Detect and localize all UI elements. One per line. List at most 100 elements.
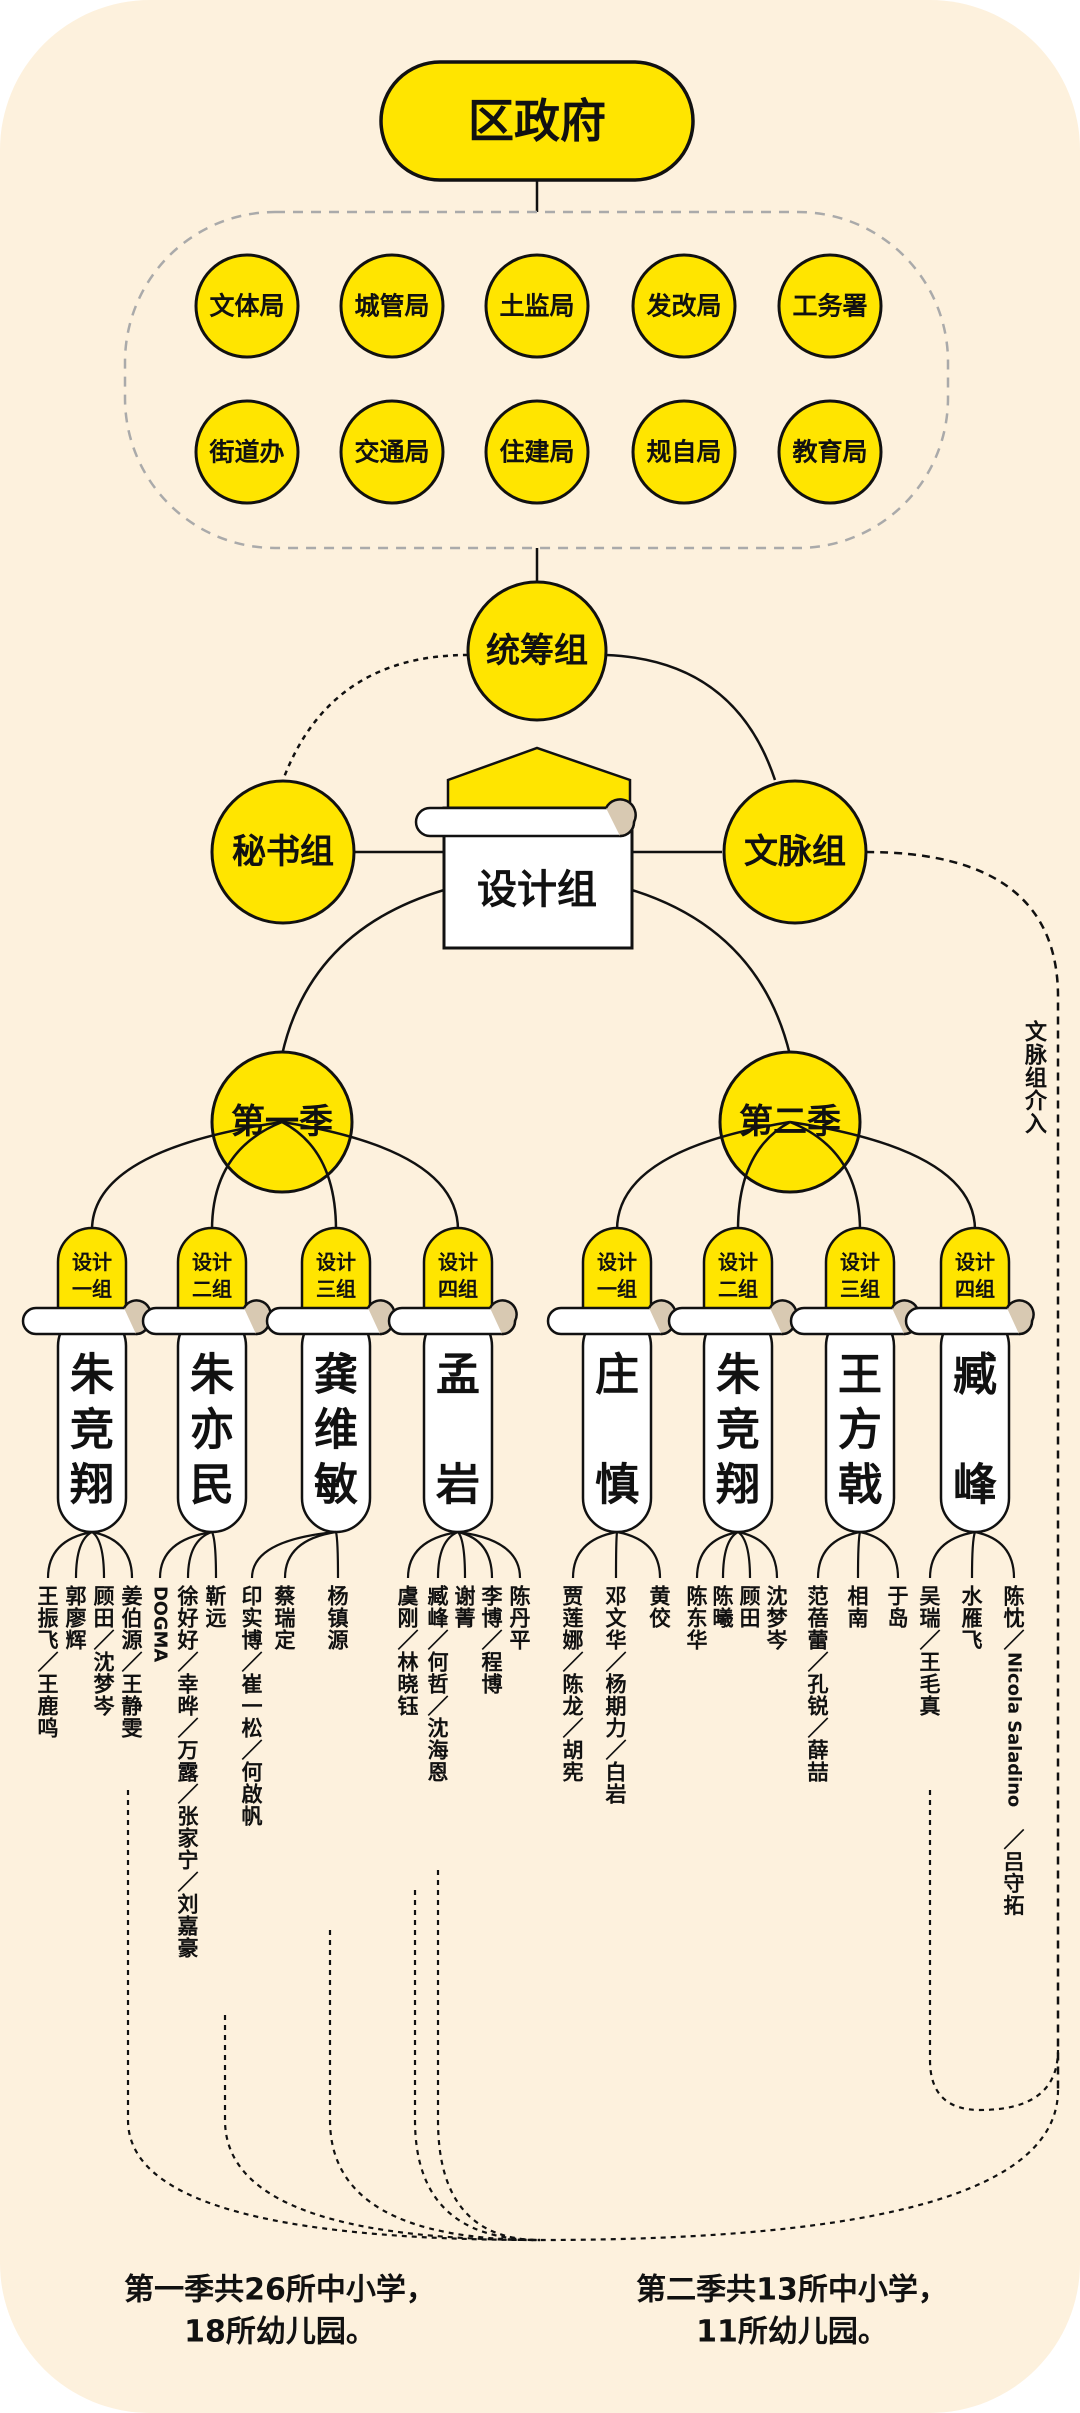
- svg-text:Nicola Saladino: Nicola Saladino: [1004, 1652, 1025, 1807]
- svg-text:虞: 虞: [398, 1585, 419, 1609]
- member-connector: [856, 1531, 862, 1579]
- season1-summary-line2: 18所幼儿园。: [184, 2315, 376, 2350]
- svg-text:家: 家: [178, 1827, 200, 1851]
- team-members-label: 陈丹平陈丹平: [510, 1585, 531, 1653]
- svg-text:豪: 豪: [178, 1937, 199, 1961]
- svg-text:蕾: 蕾: [808, 1629, 829, 1653]
- svg-text:陈: 陈: [713, 1585, 734, 1609]
- svg-text:沈: 沈: [428, 1717, 449, 1741]
- svg-text:博: 博: [242, 1629, 263, 1653]
- bureau-node-label: 工务署: [792, 292, 867, 321]
- svg-text:范: 范: [808, 1585, 829, 1609]
- svg-text:陈: 陈: [510, 1585, 531, 1609]
- svg-text:／: ／: [178, 1717, 199, 1741]
- svg-text:伯: 伯: [122, 1607, 143, 1631]
- bureau-node-label: 规自局: [646, 438, 721, 467]
- member-connector: [91, 1531, 106, 1579]
- svg-text:／: ／: [242, 1651, 263, 1675]
- svg-text:帆: 帆: [242, 1805, 263, 1829]
- svg-text:好: 好: [177, 1629, 199, 1653]
- team-members-label: 沈梦岑沈梦岑: [767, 1585, 789, 1653]
- svg-text:辉: 辉: [66, 1629, 87, 1653]
- member-connector: [816, 1530, 861, 1579]
- member-connector: [334, 1531, 340, 1579]
- svg-text:蔡: 蔡: [275, 1585, 296, 1609]
- svg-text:／: ／: [242, 1739, 263, 1763]
- svg-text:李: 李: [481, 1585, 504, 1609]
- svg-text:水: 水: [962, 1585, 984, 1609]
- team-leader-char: 朱: [716, 1350, 761, 1401]
- svg-text:DOGMA: DOGMA: [150, 1586, 171, 1662]
- season-connector: [789, 1120, 977, 1231]
- svg-text:刚: 刚: [398, 1607, 419, 1631]
- svg-text:／: ／: [606, 1739, 627, 1763]
- svg-text:沈: 沈: [767, 1585, 788, 1609]
- svg-text:白: 白: [606, 1761, 627, 1785]
- svg-text:／: ／: [428, 1695, 449, 1719]
- svg-text:岑: 岑: [767, 1629, 789, 1653]
- svg-text:喆: 喆: [808, 1761, 829, 1785]
- svg-text:博: 博: [482, 1673, 503, 1697]
- team-members-label: 陈忱／Nicola Saladino／吕守拓陈忱／Nicola Saladino…: [1004, 1585, 1025, 1918]
- svg-text:顾: 顾: [740, 1585, 761, 1609]
- svg-text:梦: 梦: [94, 1673, 116, 1697]
- bureau-node: 街道办: [194, 399, 300, 505]
- svg-text:／: ／: [178, 1651, 199, 1675]
- svg-text:杨: 杨: [606, 1673, 627, 1697]
- season-connector: [615, 1120, 791, 1231]
- svg-text:／: ／: [808, 1651, 829, 1675]
- bureau-node-label: 土监局: [499, 292, 574, 321]
- svg-text:徐: 徐: [177, 1585, 199, 1609]
- secretariat-node: 秘书组: [210, 779, 356, 925]
- svg-text:崔: 崔: [242, 1673, 263, 1697]
- svg-text:田: 田: [94, 1607, 115, 1631]
- team-leader-char: 竞: [716, 1405, 760, 1456]
- svg-text:晓: 晓: [398, 1673, 419, 1697]
- svg-text:／: ／: [563, 1717, 584, 1741]
- svg-text:宪: 宪: [563, 1761, 584, 1785]
- svg-text:钰: 钰: [398, 1695, 419, 1719]
- svg-text:王: 王: [38, 1585, 59, 1609]
- svg-text:曦: 曦: [713, 1607, 734, 1631]
- bureau-node-label: 发改局: [645, 292, 721, 321]
- team-badge-line: 一组: [597, 1277, 637, 1301]
- team-leader-char: 龚: [314, 1350, 358, 1401]
- season-connector: [281, 1120, 338, 1231]
- season-connector: [210, 1120, 283, 1231]
- team-badge-line: 设计: [718, 1250, 758, 1274]
- team-badge-line: 设计: [192, 1250, 232, 1274]
- svg-text:薛: 薛: [808, 1739, 829, 1763]
- svg-text:华: 华: [606, 1629, 627, 1653]
- svg-text:组: 组: [1025, 1066, 1047, 1092]
- team-badge-line: 一组: [72, 1277, 112, 1301]
- member-connector: [406, 1530, 459, 1579]
- member-connector: [436, 1530, 459, 1579]
- svg-text:丹: 丹: [510, 1607, 531, 1631]
- team-badge-line: 二组: [718, 1277, 758, 1301]
- bureau-group-outline: [123, 210, 950, 550]
- member-connector: [737, 1530, 779, 1579]
- svg-text:静: 静: [122, 1695, 143, 1719]
- svg-text:何: 何: [428, 1651, 449, 1675]
- svg-text:贾: 贾: [563, 1585, 584, 1609]
- svg-text:相: 相: [848, 1585, 869, 1609]
- svg-text:田: 田: [740, 1607, 761, 1631]
- member-connector: [457, 1531, 467, 1579]
- svg-text:／: ／: [178, 1783, 199, 1807]
- svg-text:脉: 脉: [1024, 1044, 1048, 1069]
- team-badge-line: 三组: [840, 1277, 880, 1301]
- season-connector: [789, 1120, 862, 1231]
- svg-text:于: 于: [888, 1585, 909, 1609]
- season-connector: [281, 1120, 460, 1231]
- bureau-node-label: 城管局: [354, 292, 429, 321]
- member-connector: [571, 1530, 618, 1579]
- svg-text:姜: 姜: [122, 1585, 143, 1609]
- svg-text:源: 源: [328, 1629, 349, 1653]
- context-group-node: 文脉组: [722, 779, 868, 925]
- svg-text:华: 华: [687, 1629, 708, 1653]
- team-members-label: 吴瑞／王毛真吴瑞／王毛真: [920, 1585, 941, 1719]
- team-leader-char: 民: [190, 1460, 234, 1511]
